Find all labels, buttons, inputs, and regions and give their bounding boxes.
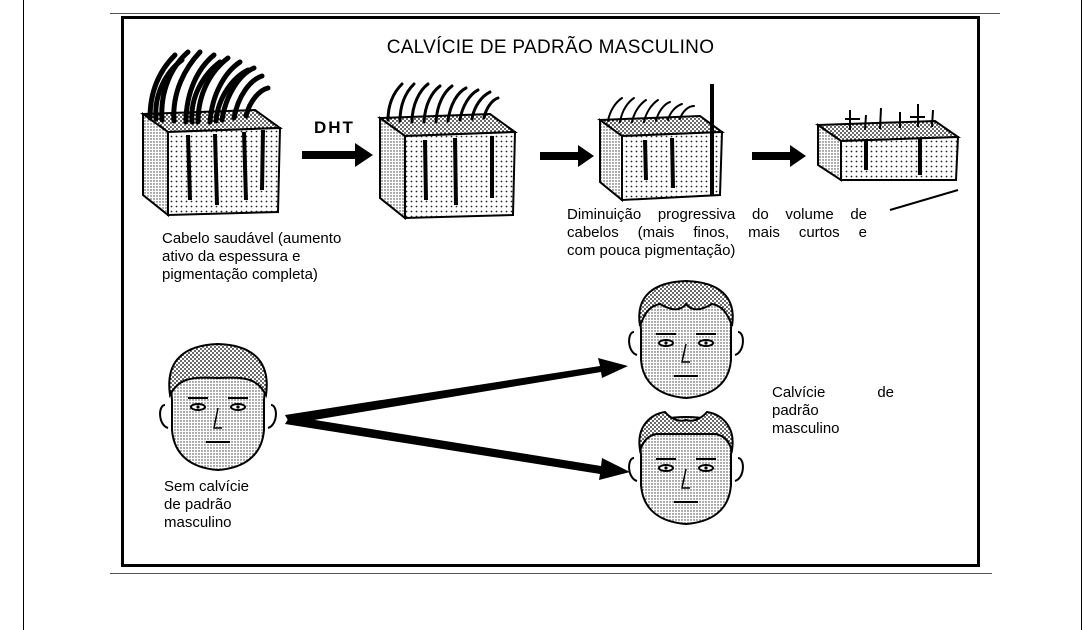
caption-no-baldness: Sem calvície de padrão masculino [164,478,250,531]
skin-block-stage-2 [377,82,518,221]
skin-block-stage-3 [597,84,725,203]
caption-progressive-loss: Diminuição progressiva do volume de cabe… [567,206,867,259]
bottom-rule [110,573,992,574]
caption-healthy-hair: Cabelo saudável (aumento ativo da espess… [162,230,342,283]
arrow-to-receding [285,358,628,424]
page-border [23,0,1082,630]
head-baldness-receding [628,279,744,400]
caption-pattern-baldness: Calvície de padrão masculino [772,384,894,437]
arrow-3 [752,145,806,167]
head-no-baldness [159,342,277,472]
arrow-2 [540,145,594,167]
arrow-1 [302,143,373,167]
diagram-title: CALVÍCIE DE PADRÃO MASCULINO [386,37,715,58]
skin-block-stage-4 [814,104,962,211]
dht-label: DHT [314,118,355,137]
arrow-to-crown [285,416,630,480]
skin-block-healthy [140,49,283,218]
figure-frame [121,16,980,567]
top-rule [110,13,1000,14]
head-baldness-crown [628,410,744,526]
